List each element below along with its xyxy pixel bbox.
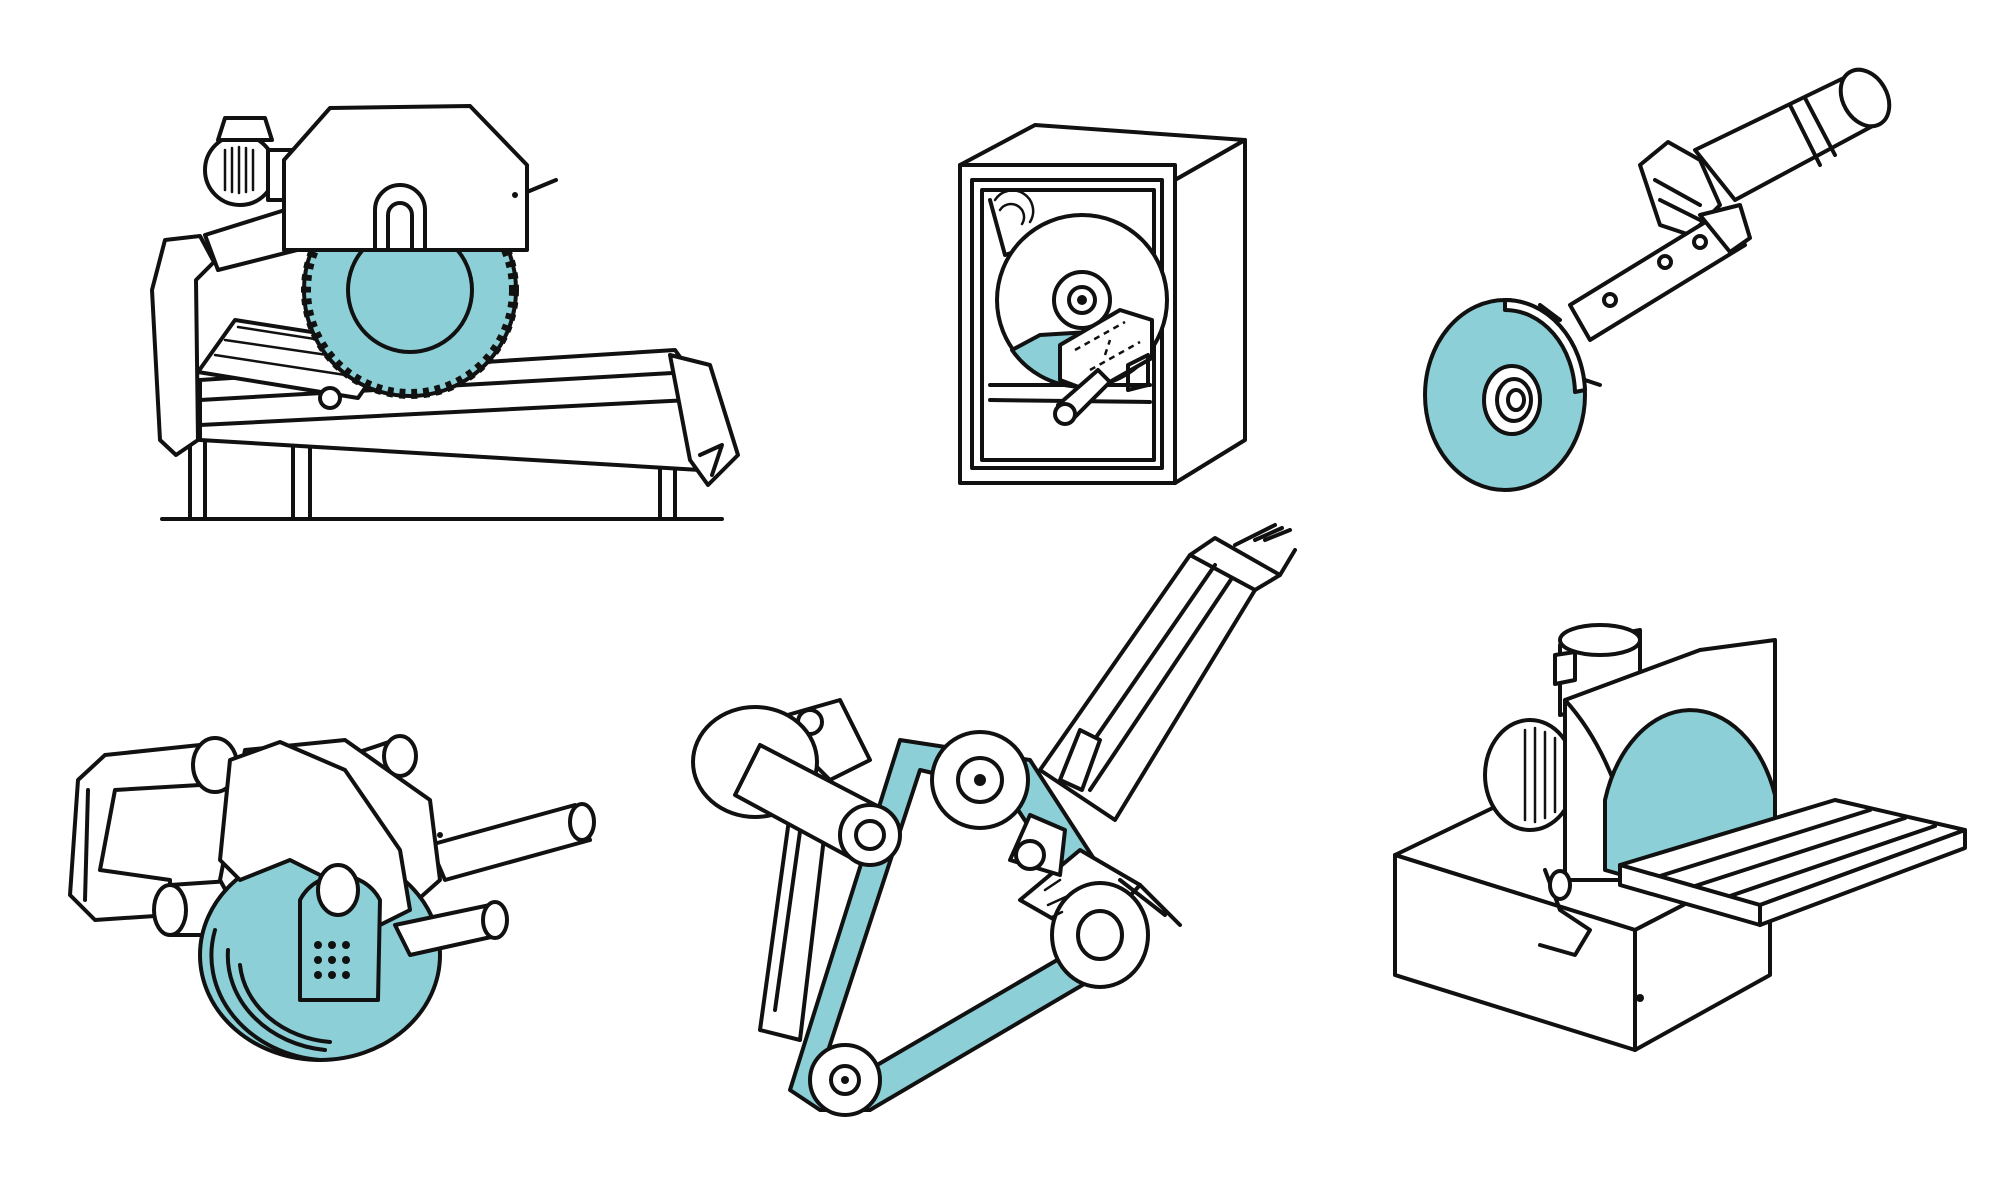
angle-grinder-icon xyxy=(1423,67,1892,492)
cabinet-saw-icon xyxy=(958,123,1247,485)
wall-chaser-icon xyxy=(68,734,596,1062)
table-saw-icon xyxy=(150,104,740,521)
belt-grinder-icon xyxy=(691,523,1297,1117)
disc-sander-icon xyxy=(1393,623,1967,1052)
wall-chaser-vent-icon xyxy=(314,941,350,979)
